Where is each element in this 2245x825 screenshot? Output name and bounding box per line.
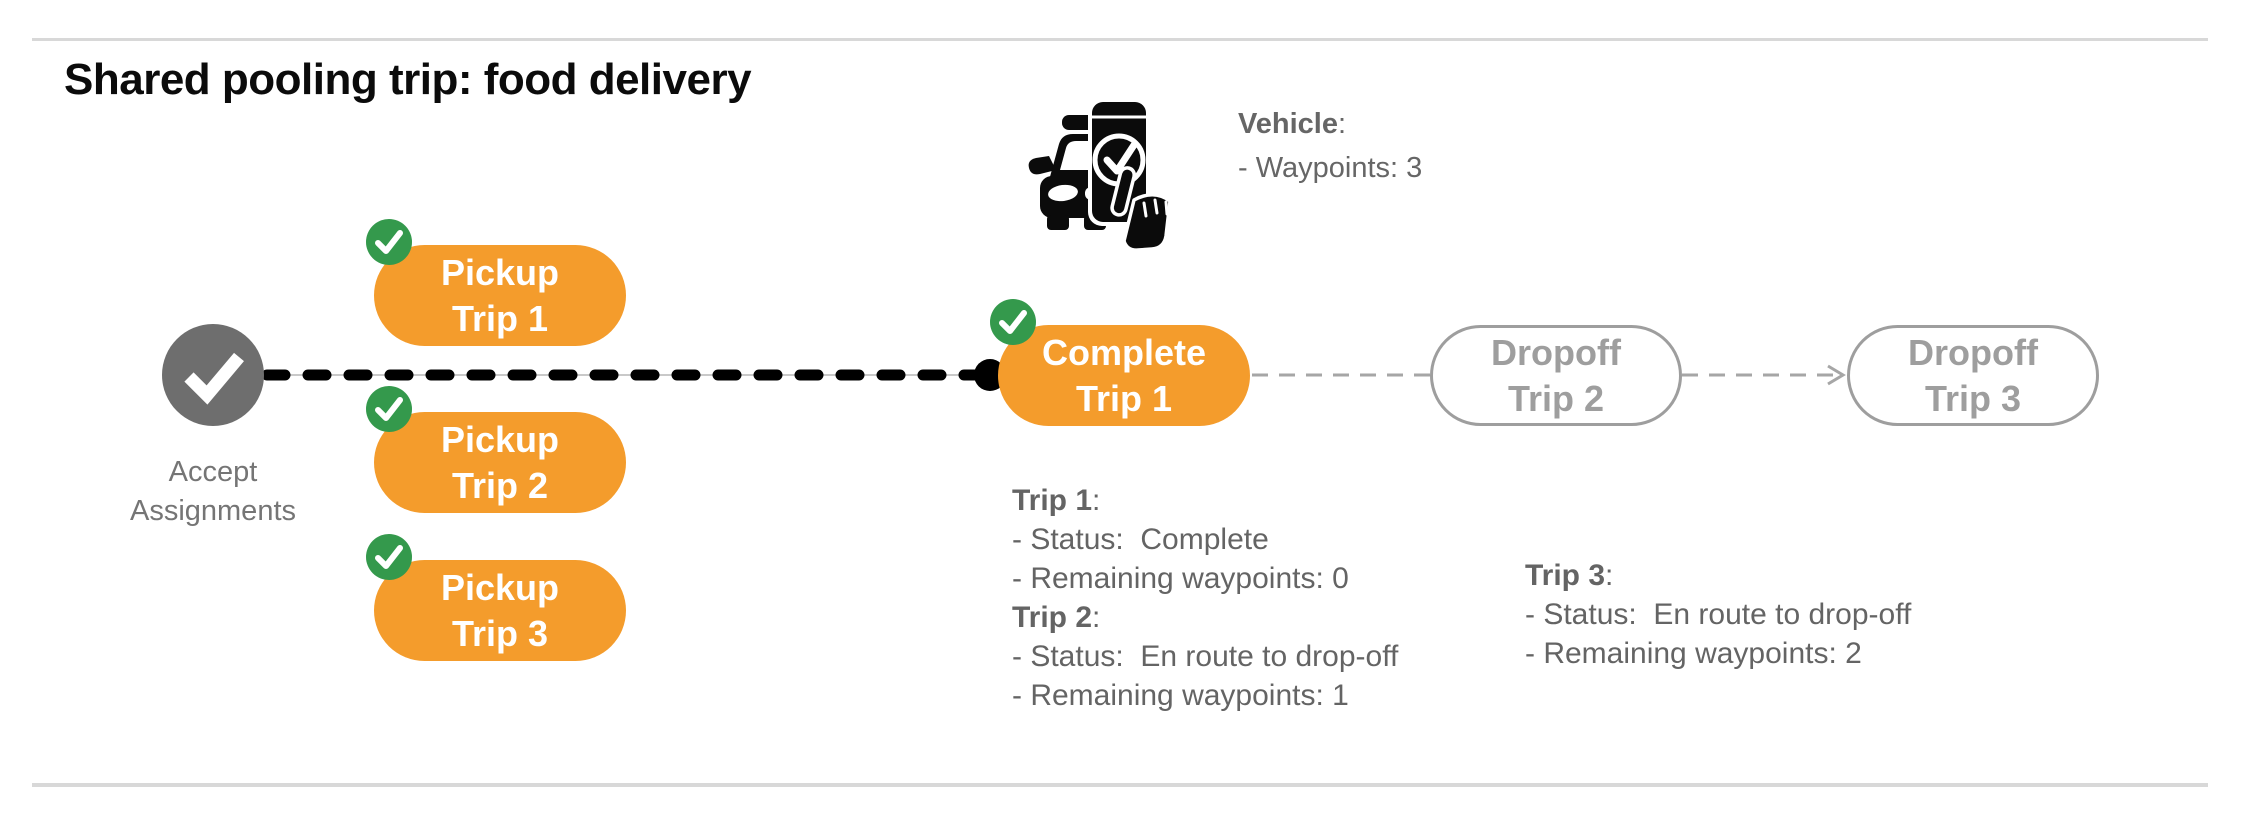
- status-colon: :: [1092, 601, 1101, 634]
- page-title: Shared pooling trip: food delivery: [64, 55, 752, 104]
- pill-label-line1: Pickup: [440, 251, 560, 293]
- vehicle-label-line: Vehicle:: [1238, 102, 1422, 146]
- status-header: Trip 2:: [1012, 598, 1398, 637]
- pill-label-line2: Trip 2: [451, 464, 549, 506]
- check-badge-icon: [366, 219, 412, 265]
- status-block-trips-1-2: Trip 1: - Status: Complete - Remaining w…: [1012, 481, 1398, 715]
- status-detail: - Status: En route to drop-off: [1012, 640, 1399, 673]
- vehicle-colon: :: [1337, 108, 1347, 140]
- pill-label-line2: Trip 3: [1924, 377, 2022, 419]
- status-trip-label: Trip 3: [1525, 559, 1606, 592]
- node-dropoff-trip-2: Dropoff Trip 2: [1430, 325, 1682, 426]
- status-detail: - Remaining waypoints: 2: [1525, 637, 1862, 670]
- accept-assignments-label: Accept Assignments: [63, 453, 363, 531]
- pill-label-line1: Complete: [1041, 331, 1207, 373]
- accept-label-line2: Assignments: [129, 495, 296, 527]
- check-badge-icon: [990, 299, 1036, 345]
- node-pickup-trip-3: Pickup Trip 3: [366, 534, 626, 661]
- status-trip-label: Trip 2: [1012, 601, 1093, 634]
- pill-label-line2: Trip 3: [451, 612, 549, 654]
- status-detail: - Status: En route to drop-off: [1525, 598, 1912, 631]
- route-line-upcoming-1: [1252, 373, 1430, 377]
- status-trip-label: Trip 1: [1012, 484, 1093, 517]
- check-badge-icon: [366, 386, 412, 432]
- pill-label-line1: Dropoff: [1908, 331, 2038, 373]
- pill-label-line1: Dropoff: [1491, 331, 1621, 373]
- pill-label-line2: Trip 1: [1075, 377, 1173, 419]
- pill-label-line1: Pickup: [440, 418, 560, 460]
- pill-label-line2: Trip 1: [451, 297, 549, 339]
- status-colon: :: [1605, 559, 1614, 592]
- status-detail: - Remaining waypoints: 1: [1012, 679, 1349, 712]
- status-header: Trip 1:: [1012, 481, 1398, 520]
- node-pickup-trip-1: Pickup Trip 1: [366, 219, 626, 346]
- status-colon: :: [1092, 484, 1101, 517]
- accept-label-line1: Accept: [168, 456, 258, 488]
- route-line-upcoming-2: [1682, 364, 1846, 386]
- pill-label-line1: Pickup: [440, 566, 560, 608]
- pill-label-line2: Trip 2: [1507, 377, 1605, 419]
- node-pickup-trip-2: Pickup Trip 2: [366, 386, 626, 513]
- status-block-trip-3: Trip 3: - Status: En route to drop-off -…: [1525, 556, 1911, 673]
- vehicle-label: Vehicle: [1238, 108, 1338, 140]
- vehicle-waypoints: - Waypoints: 3: [1238, 152, 1423, 184]
- accept-assignments-node-icon: [162, 324, 264, 426]
- status-detail: - Status: Complete: [1012, 523, 1269, 556]
- car-phone-check-icon: [1028, 98, 1172, 252]
- bottom-divider: [32, 783, 2208, 787]
- status-header: Trip 3:: [1525, 556, 1911, 595]
- check-badge-icon: [366, 534, 412, 580]
- top-divider: [32, 38, 2208, 41]
- arrowhead-icon: [1827, 364, 1846, 386]
- node-dropoff-trip-3: Dropoff Trip 3: [1847, 325, 2099, 426]
- node-complete-trip-1: Complete Trip 1: [990, 299, 1250, 426]
- route-line-active: [255, 369, 1000, 381]
- vehicle-info: Vehicle: - Waypoints: 3: [1238, 102, 1422, 190]
- status-detail: - Remaining waypoints: 0: [1012, 562, 1349, 595]
